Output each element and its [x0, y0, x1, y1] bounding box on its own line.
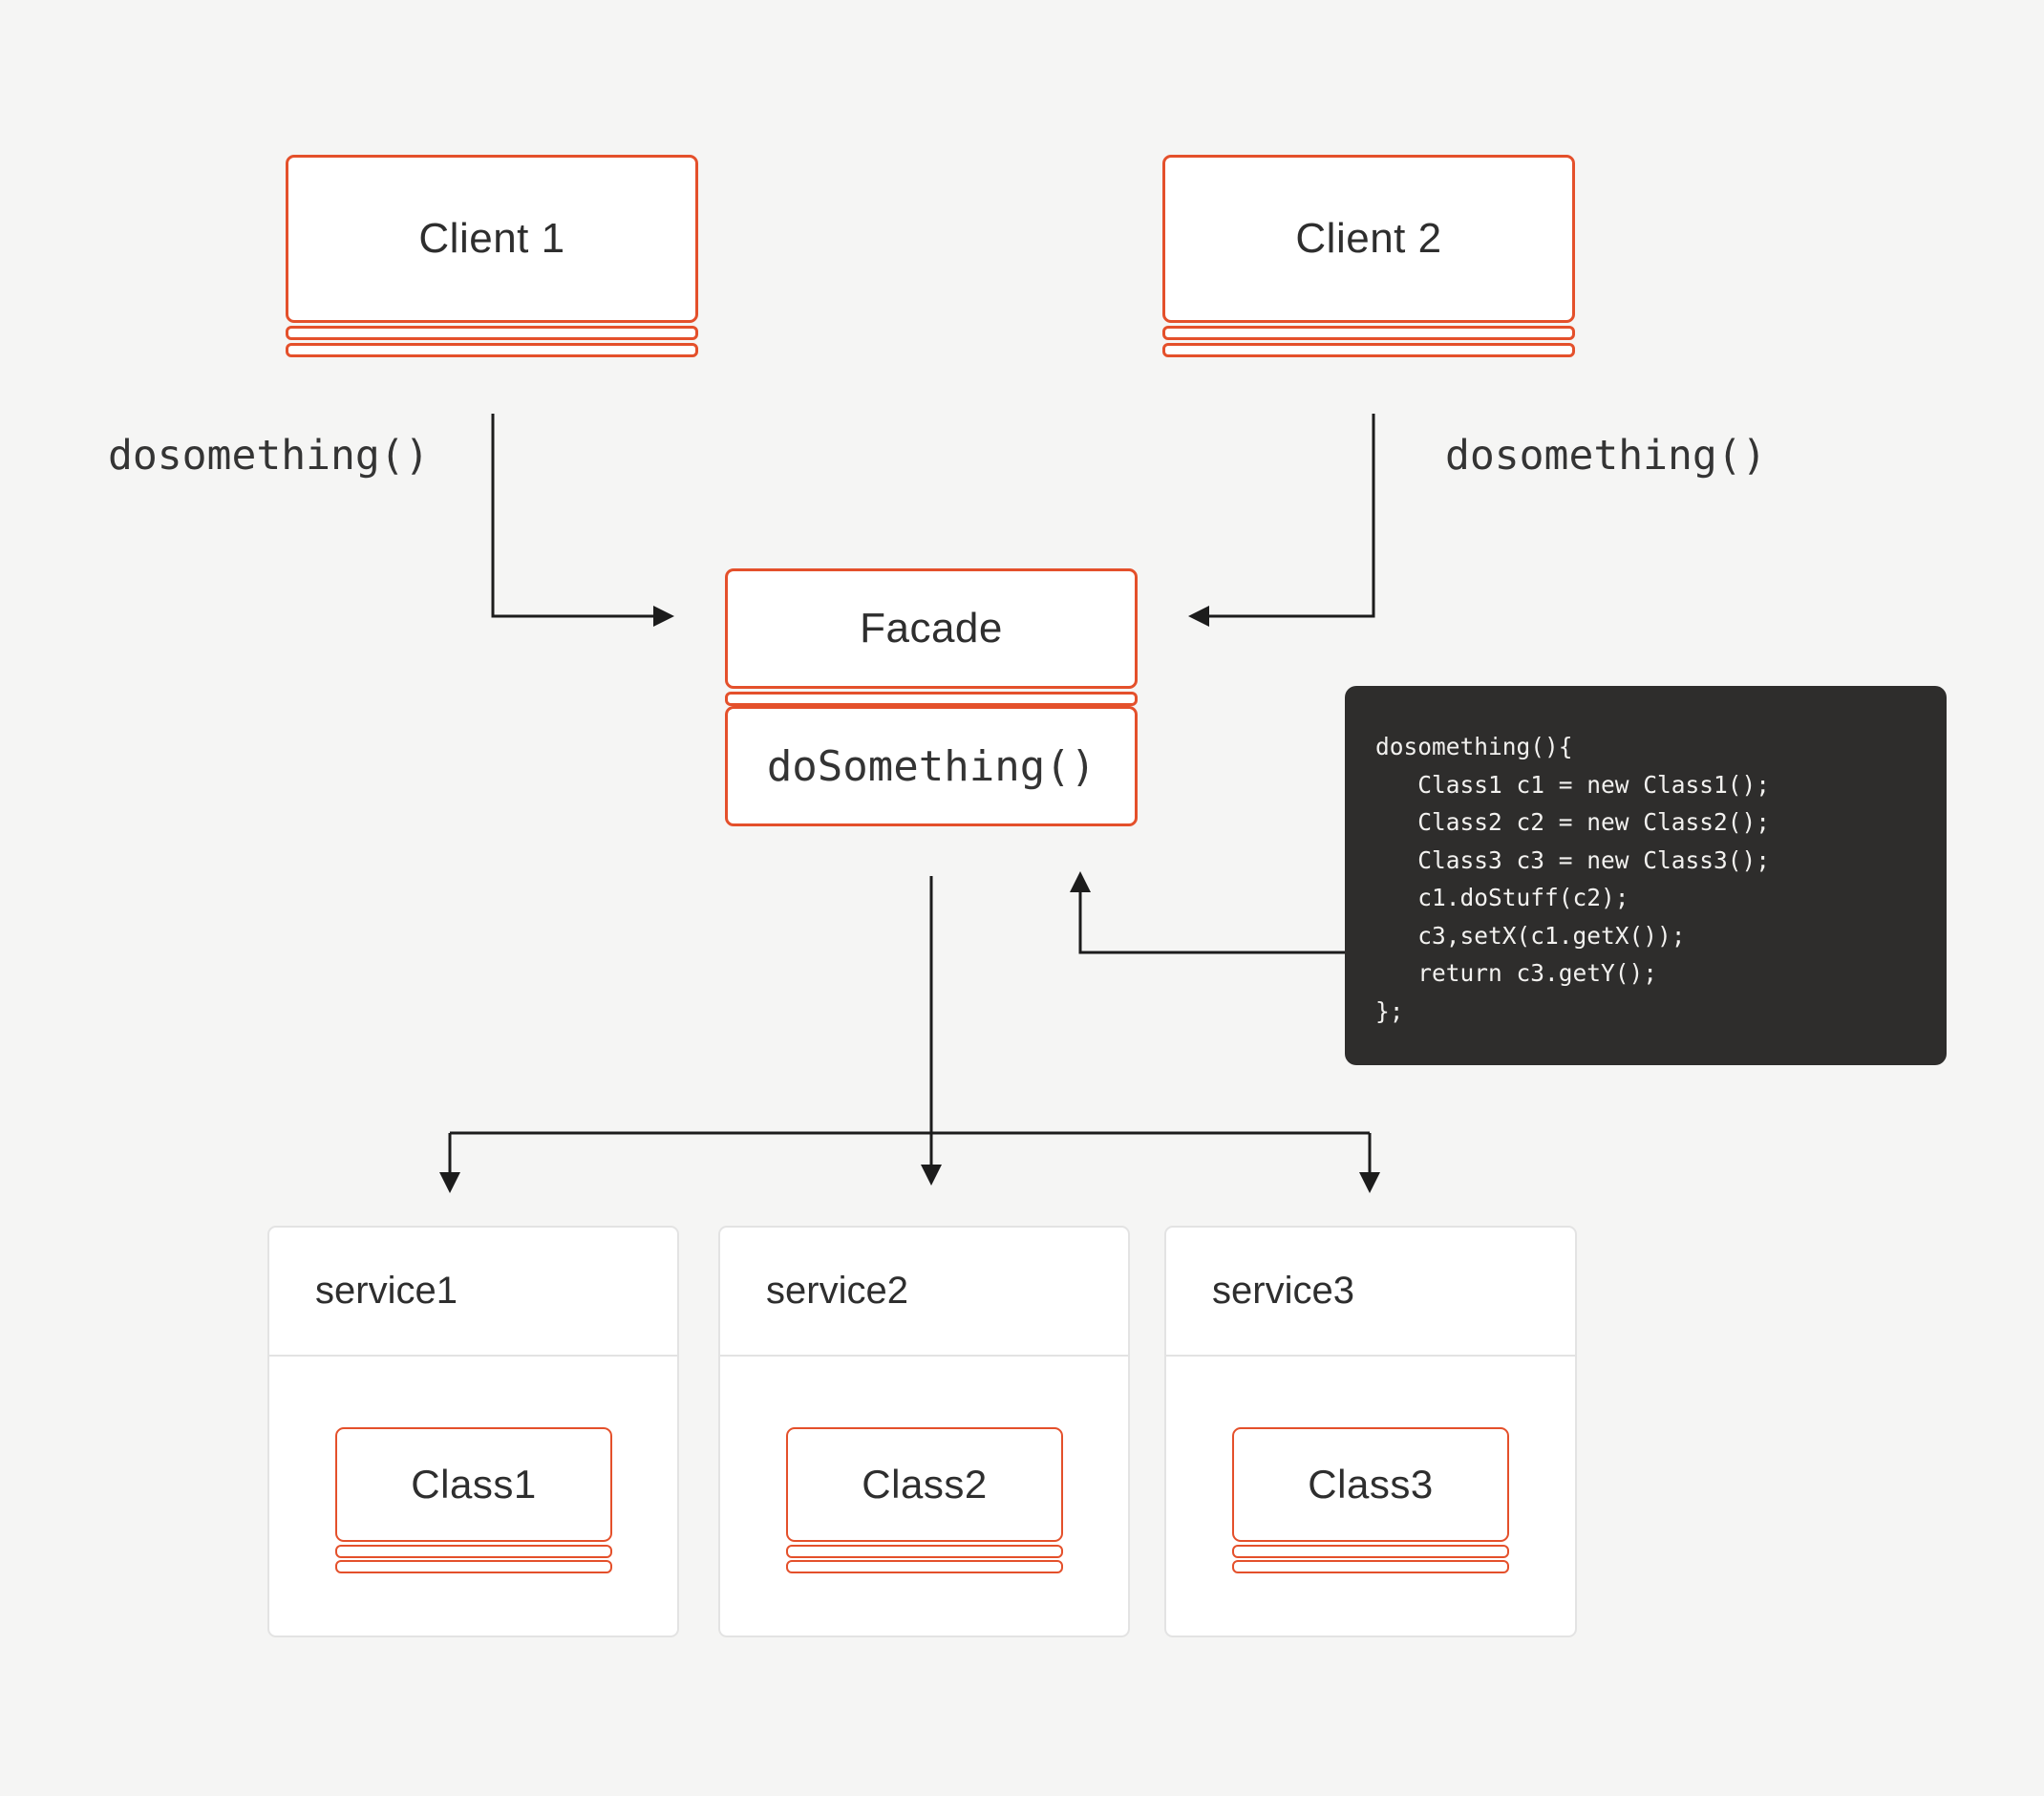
client1-label: Client 1: [418, 215, 565, 262]
class3-label: Class3: [1308, 1462, 1434, 1507]
class2-title-compartment: Class2: [786, 1427, 1063, 1542]
client2-method-compartment: [1162, 343, 1575, 357]
client1-call-label: dosomething(): [108, 432, 430, 480]
client2-label: Client 2: [1295, 215, 1442, 262]
class2-method-compartment: [786, 1560, 1063, 1573]
code-snippet-block: dosomething(){ Class1 c1 = new Class1();…: [1345, 686, 1947, 1065]
facade-label: Facade: [860, 605, 1003, 652]
service3-header: service3: [1166, 1228, 1575, 1357]
service1-container: service1 Class1: [267, 1226, 679, 1637]
class3-box: Class3: [1232, 1427, 1509, 1573]
facade-method-label: doSomething(): [766, 741, 1097, 791]
class2-attr-compartment: [786, 1544, 1063, 1558]
facade-attr-compartment: [725, 692, 1138, 706]
client2-call-label: dosomething(): [1445, 432, 1767, 480]
code-snippet-text: dosomething(){ Class1 c1 = new Class1();…: [1375, 733, 1771, 1025]
class2-box: Class2: [786, 1427, 1063, 1573]
class1-box: Class1: [335, 1427, 612, 1573]
class3-attr-compartment: [1232, 1544, 1509, 1558]
class2-label: Class2: [862, 1462, 988, 1507]
facade-method-compartment: doSomething(): [725, 706, 1138, 826]
service3-label: service3: [1212, 1270, 1354, 1312]
client1-attr-compartment: [286, 326, 698, 340]
class1-title-compartment: Class1: [335, 1427, 612, 1542]
client1-to-facade-arrow: [491, 414, 674, 627]
code-to-facade-arrow: [1070, 871, 1345, 954]
class1-attr-compartment: [335, 1544, 612, 1558]
class3-title-compartment: Class3: [1232, 1427, 1509, 1542]
facade-title-compartment: Facade: [725, 568, 1138, 689]
client1-title-compartment: Client 1: [286, 155, 698, 323]
client1-box: Client 1: [286, 155, 698, 357]
class1-label: Class1: [411, 1462, 537, 1507]
service2-header: service2: [720, 1228, 1128, 1357]
facade-box: Facade doSomething(): [725, 568, 1138, 826]
service3-container: service3 Class3: [1164, 1226, 1577, 1637]
service1-header: service1: [269, 1228, 677, 1357]
service1-label: service1: [315, 1270, 458, 1312]
service2-label: service2: [766, 1270, 908, 1312]
client2-box: Client 2: [1162, 155, 1575, 357]
client2-title-compartment: Client 2: [1162, 155, 1575, 323]
class3-method-compartment: [1232, 1560, 1509, 1573]
client2-to-facade-arrow: [1188, 414, 1375, 627]
class1-method-compartment: [335, 1560, 612, 1573]
service2-container: service2 Class2: [718, 1226, 1130, 1637]
client1-method-compartment: [286, 343, 698, 357]
client2-attr-compartment: [1162, 326, 1575, 340]
facade-to-services-arrows: [439, 876, 1380, 1193]
